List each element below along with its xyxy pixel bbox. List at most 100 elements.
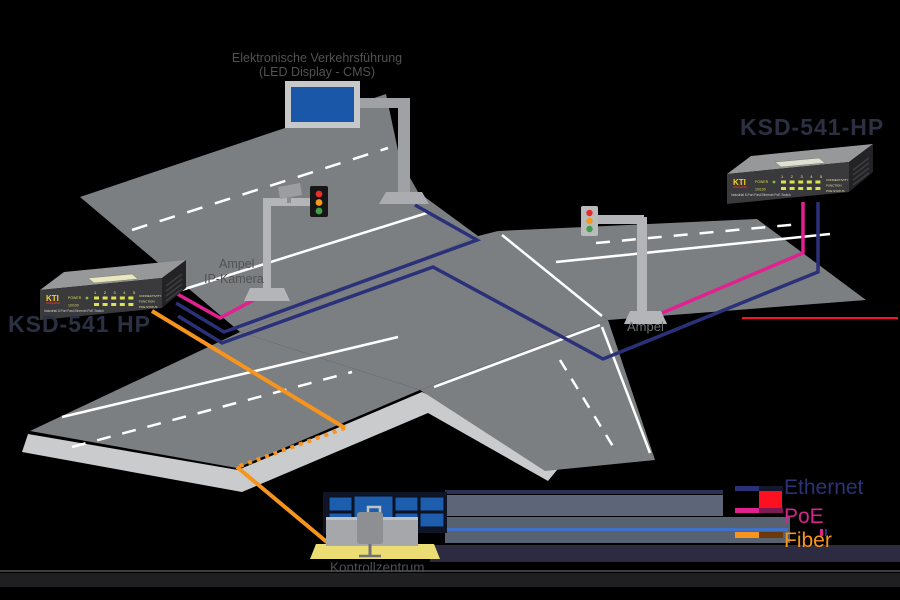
floor-indigo-band (430, 545, 900, 562)
wall-band-upper (445, 495, 723, 516)
kti-logo-underline (46, 302, 60, 304)
fiber-cables (150, 309, 347, 550)
camera-pole-label-line1: Ampel (219, 257, 254, 271)
ethernet-cables (175, 202, 820, 361)
legend-ethernet-swatch-dark (758, 486, 783, 491)
ethernet-cable-display-to-left-switch (175, 203, 482, 334)
diagram-labels: Elektronische Verkehrsführung (LED Displ… (8, 51, 884, 575)
sidewalk (22, 392, 566, 492)
power-led (772, 180, 776, 184)
speed-label: 10/100 (68, 304, 79, 308)
port-numbers: 1 2 3 4 5 (94, 290, 138, 295)
display-pole-base (379, 192, 429, 204)
ip-camera-icon (278, 183, 302, 199)
power-label: POWER (68, 296, 82, 300)
red-light-icon (315, 190, 323, 198)
power-led (85, 296, 89, 300)
speed-label: 10/100 (755, 188, 766, 192)
floor-front-band (0, 573, 900, 587)
legend-ethernet-swatch (735, 486, 759, 491)
legend-ethernet-label: Ethernet (784, 476, 864, 499)
legend-red-swatch (759, 491, 782, 509)
legend-poe-swatch (735, 508, 759, 513)
platform (310, 544, 440, 559)
legend-poe-label: PoE (784, 505, 824, 528)
poe-cables (171, 202, 805, 320)
floor-edge-line (0, 570, 900, 572)
dashed-centerline-sw (71, 370, 353, 449)
wall-top-line (445, 490, 723, 494)
switch-left-title: KSD-541 HP (8, 311, 151, 337)
edge-line-ne-cut (501, 234, 603, 317)
poe-cable-right-switch-to-ampel (661, 202, 805, 315)
switch-top-face (727, 144, 873, 174)
road-markings (61, 146, 831, 454)
poe-cable-left-switch-to-camera-pole (171, 289, 262, 320)
edge-line-nw (171, 210, 431, 295)
legend-poe-swatch-dark (758, 508, 783, 513)
left-pole-base (244, 288, 290, 301)
control-room-wall-bands (0, 490, 900, 587)
led-bank (781, 180, 821, 190)
legend-tick-pink (820, 529, 823, 536)
road-arm-northeast (498, 219, 866, 320)
display-arm (359, 98, 409, 108)
legend-fiber-swatch (735, 532, 759, 538)
switch-vents (165, 273, 183, 302)
switch-front-face (727, 162, 849, 204)
power-label: POWER (755, 180, 769, 184)
legend: Ethernet PoE Fiber (735, 476, 864, 552)
control-center (310, 492, 447, 559)
fiber-cable-dotted-underground (236, 426, 346, 469)
ethernet-cable-right-switch-to-left-switch (177, 202, 820, 361)
switch-side-face (849, 144, 873, 192)
switch-top-face (40, 260, 186, 290)
traffic-light-left-assembly (244, 183, 328, 301)
legend-fiber-swatch-dark (758, 532, 783, 538)
led-label-function: FUNCTION (139, 300, 155, 304)
office-chair (357, 512, 383, 544)
kti-logo: KTI (733, 178, 746, 187)
edge-line-se-right (600, 326, 652, 454)
led-display-screen (291, 87, 354, 122)
dashed-centerline-se (558, 359, 616, 449)
edge-line-ne (555, 232, 831, 264)
fiber-cable-to-control-center (235, 465, 336, 550)
switch-vents (852, 157, 870, 186)
red-light-icon (586, 209, 593, 217)
camera-mount (287, 197, 291, 203)
kti-logo-underline (733, 186, 747, 188)
dashed-centerline-nw (131, 146, 389, 232)
edge-line-se-top (433, 323, 601, 389)
switch-side-face (162, 260, 186, 308)
road-intersection-center (240, 231, 608, 390)
fiber-cable-solid-upper (150, 309, 347, 430)
right-pole-arm (596, 215, 644, 224)
display-caption-line2: (LED Display - CMS) (259, 65, 375, 79)
dashed-centerline-ne (595, 222, 801, 245)
road-arm-southeast (420, 320, 655, 471)
display-caption-line1: Elektronische Verkehrsführung (232, 51, 402, 65)
camera-pole-label-line2: IP-Kamera (204, 272, 264, 286)
led-label-poe-status: POE STATUS (139, 305, 158, 309)
switch-product-line: Industrial 5-Port Fast Ethernet PoE Swit… (44, 309, 104, 313)
switch-product-line: Industrial 5-Port Fast Ethernet PoE Swit… (731, 193, 791, 197)
left-pole (263, 200, 271, 292)
display-pole (398, 98, 410, 194)
switch-top-label (87, 273, 139, 284)
edge-line-sw (61, 335, 399, 419)
traffic-light-right-assembly (581, 206, 667, 324)
switch-right-title: KSD-541-HP (740, 114, 884, 140)
ampel-right-label: Ampel (627, 319, 664, 334)
led-display-assembly (285, 81, 429, 204)
switch-left-device: KTI Industrial 5-Port Fast Ethernet PoE … (40, 260, 186, 320)
right-pole (637, 217, 647, 313)
green-light-icon (315, 207, 323, 215)
led-label-connectivity: CONNECTIVITY (139, 294, 161, 298)
legend-fiber-label: Fiber (784, 529, 832, 552)
switch-right-device: KTI Industrial 5-Port Fast Ethernet PoE … (727, 144, 873, 204)
legend-tick-blue (825, 529, 827, 536)
led-label-function: FUNCTION (826, 184, 842, 188)
